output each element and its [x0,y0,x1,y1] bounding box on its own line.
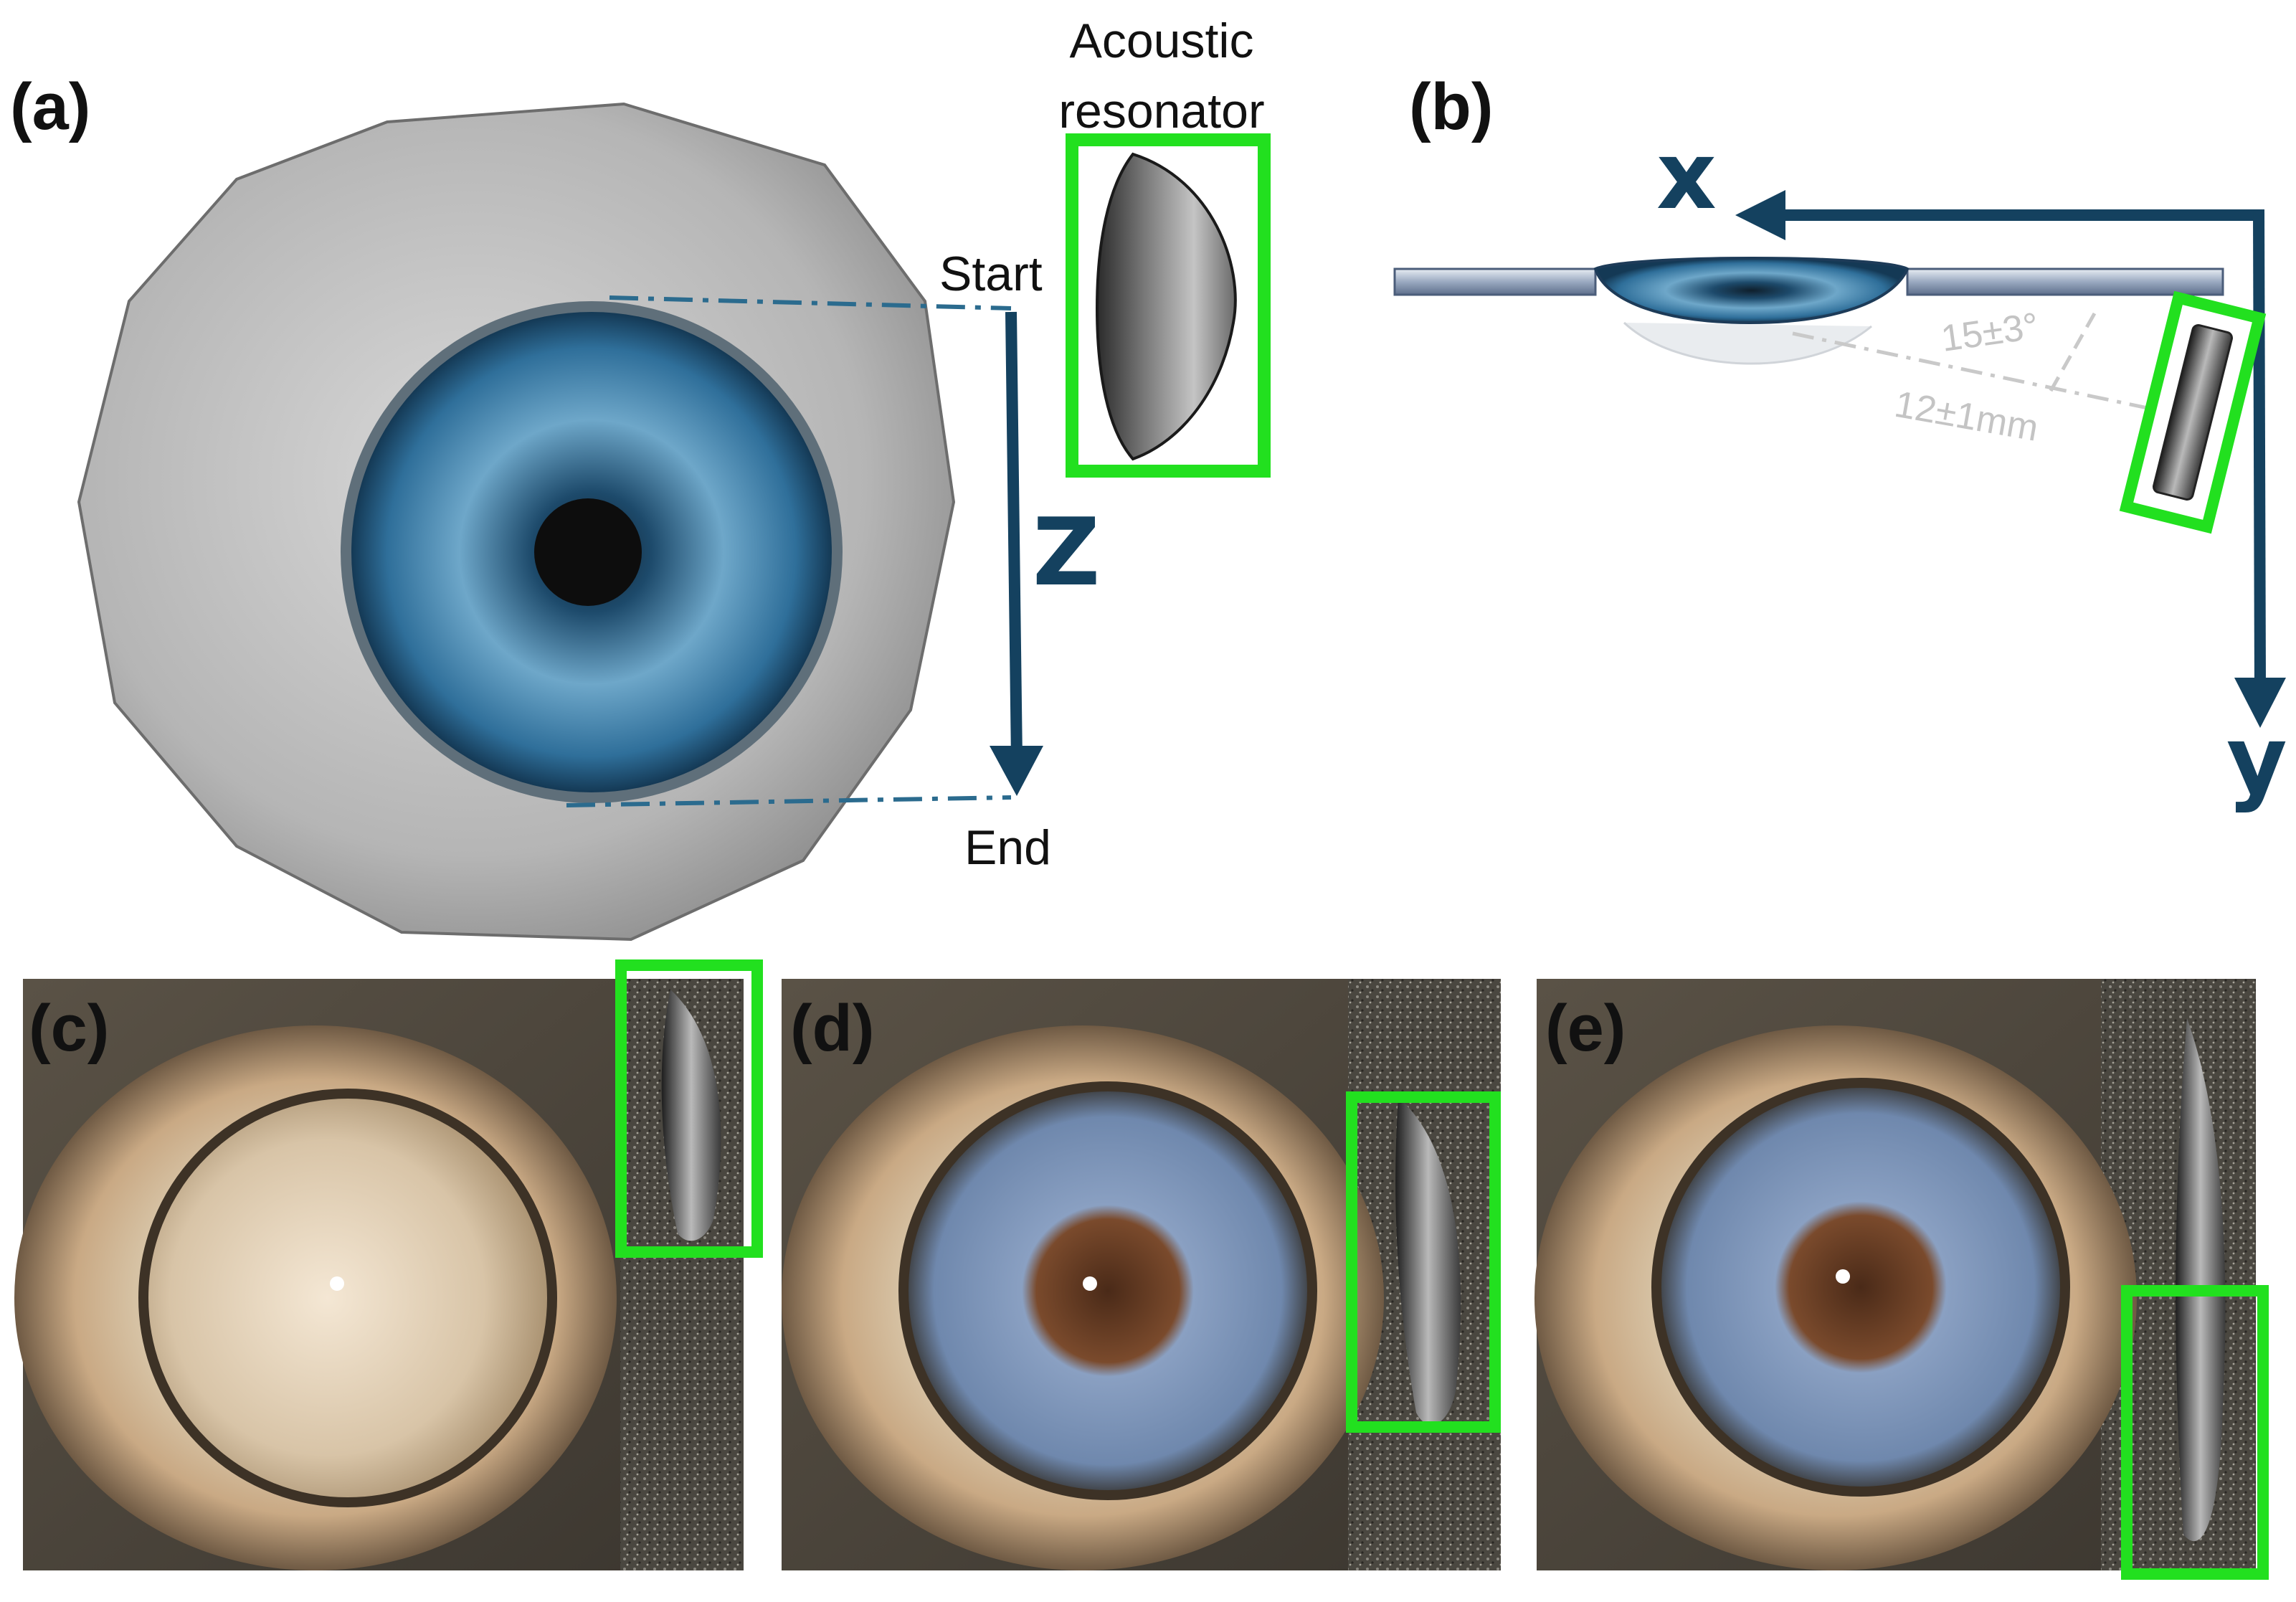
resonator-highlight-box-d [1346,1091,1501,1433]
end-label: End [964,820,1051,875]
resonator-highlight-box [1066,133,1271,478]
panel-d-label: (d) [790,992,874,1065]
x-axis-label: x [1656,121,1717,230]
start-guide-line [609,295,1012,311]
panel-c-label: (c) [29,992,109,1065]
contact-lens-cross-section [1593,257,1910,325]
panel-b: (b) x y 15±3° 12±1mm [1393,70,2287,815]
y-axis-label: y [2226,706,2287,815]
lens-holder-bar-right [1906,267,2224,296]
light-reflection-c [330,1276,344,1291]
resonator-highlight-box-e [2121,1285,2269,1580]
resonator-title-line1: Acoustic [1070,14,1254,68]
y-axis-arrowhead [2234,678,2286,728]
lens-shadow [1623,321,1872,365]
resonator-highlight-box-b [2119,290,2267,534]
y-axis-line [2253,209,2266,689]
z-axis-label: Z [1033,498,1100,607]
lens-holder-bar-left [1393,267,1597,296]
panel-d: (d) [782,979,1501,1570]
angle-guide-line [2049,307,2100,392]
light-reflection-d [1083,1276,1097,1291]
acoustic-resonator [1095,152,1237,461]
cornea-clearing-d [898,1081,1317,1500]
light-reflection-e [1836,1269,1850,1284]
resonator-title-line2: resonator [1058,84,1264,138]
pupil [534,498,642,606]
panel-e: (e) [1534,979,2269,1580]
acoustic-resonator-side [2152,323,2234,501]
x-axis-arrowhead [1735,190,1785,240]
resonator-photo-e [2176,1018,2226,1542]
panel-a-label: (a) [10,70,90,143]
distance-label: 12±1mm [1892,384,2041,450]
panel-b-label: (b) [1409,70,1493,143]
z-axis-arrowhead [990,746,1043,796]
cornea-clear-e [1651,1078,2070,1497]
resonator-highlight-box-c [615,959,763,1258]
distance-guide-line [1792,331,2152,411]
start-label: Start [939,247,1043,301]
cornea-opaque-c [138,1089,557,1507]
angle-label: 15±3° [1939,305,2041,360]
z-axis-line [1005,311,1023,761]
resonator-photo-c [661,990,721,1241]
panel-e-label: (e) [1545,992,1626,1065]
panel-c: (c) [14,959,763,1570]
end-guide-line [566,795,1012,807]
resonator-photo-d [1395,1097,1461,1425]
panel-a: (a) Start End Z Acoustic resonator [10,14,1271,942]
